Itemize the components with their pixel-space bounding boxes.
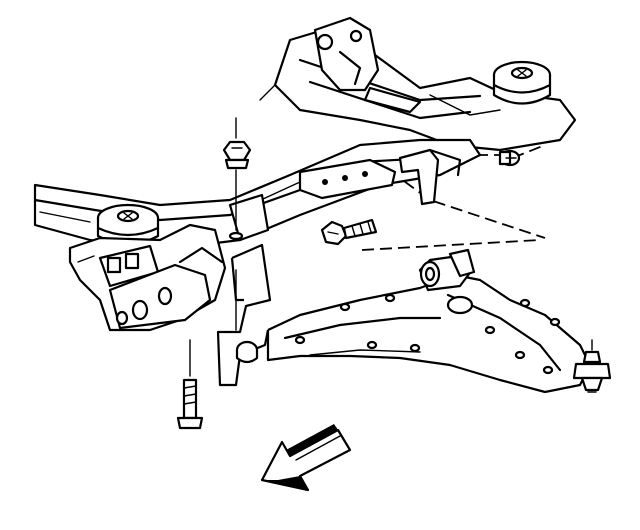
horizontal-bolt xyxy=(320,218,378,246)
alignment-dash-line xyxy=(361,239,541,251)
rear-bolt xyxy=(498,149,521,167)
control-arm xyxy=(266,273,592,394)
ball-joint xyxy=(572,339,612,393)
top-nut xyxy=(222,117,252,241)
bottom-bolt xyxy=(176,339,204,430)
front-bushing-bracket xyxy=(216,243,272,387)
front-direction-arrow-icon xyxy=(260,424,352,492)
front-mount-bracket xyxy=(68,223,227,332)
rear-body-mount xyxy=(492,60,552,105)
control-arm-rear-bushing xyxy=(418,248,476,292)
rear-mount-tower xyxy=(313,16,422,114)
